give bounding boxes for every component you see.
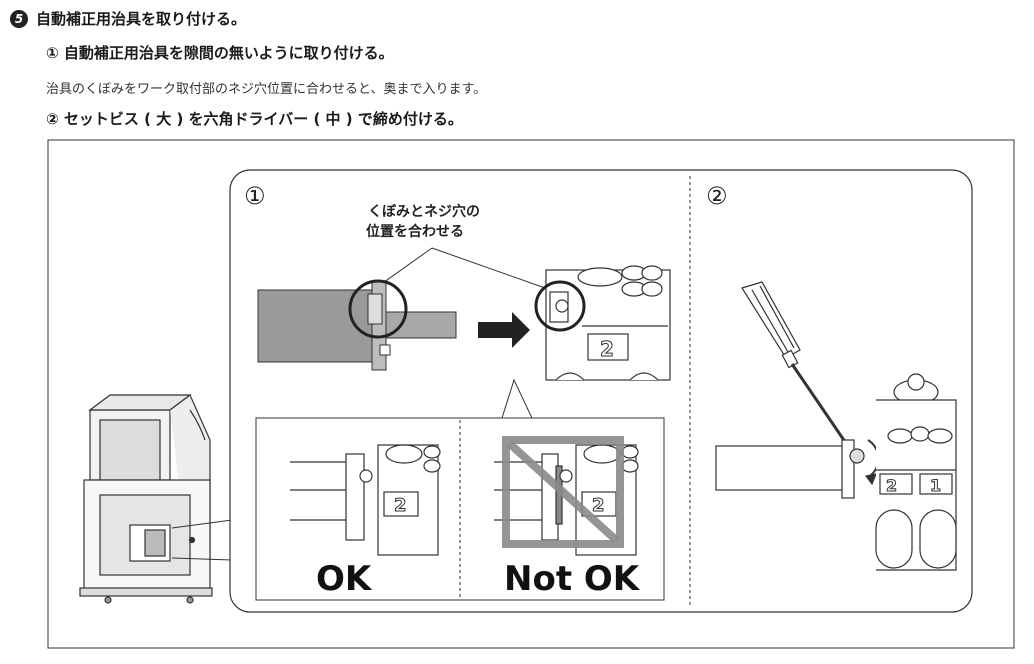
callout-leader-right [431,247,546,289]
panel-2-marker: ② [706,182,728,210]
slot-number-ok: 2 [394,495,407,516]
machine-illustration [79,394,213,604]
step-number-badge: 5 [10,9,28,28]
insert-arrow-icon [478,312,530,348]
slot-number-1: 2 [600,337,614,361]
ok-label: OK [316,559,373,599]
figure-outer-frame [47,139,1015,649]
prohibited-icon [502,436,624,548]
slot-number-ng: 2 [592,495,605,516]
panel-1-marker: ① [244,182,266,210]
ok-detail [290,444,441,556]
zoom-line-bottom [171,557,233,561]
callout-line-1: くぼみとネジ穴の [368,203,480,220]
substep-2-text: ② セットビス ( 大 ) を六角ドライバー ( 中 ) で締め付ける。 [46,110,463,128]
callout-leader-left [379,247,433,286]
step-header: 5 自動補正用治具を取り付ける。 [10,8,246,29]
calibration-jig [257,279,457,371]
workpiece-mount [534,265,671,381]
callout-line-2: 位置を合わせる [366,223,464,240]
screwdriver-illustration [741,281,854,453]
zoom-line-top [171,519,233,529]
panel-2-jig-and-mount [715,373,957,571]
slot-number-p2a: 2 [886,476,897,495]
not-ok-label: Not OK [504,559,641,599]
substep-1-text: ① 自動補正用治具を隙間の無いように取り付ける。 [46,44,394,62]
slot-number-p2b: 1 [930,476,941,495]
step-title: 自動補正用治具を取り付ける。 [36,10,247,28]
substep-1-note: 治具のくぼみをワーク取付部のネジ穴位置に合わせると、奥まで入ります。 [46,82,487,97]
